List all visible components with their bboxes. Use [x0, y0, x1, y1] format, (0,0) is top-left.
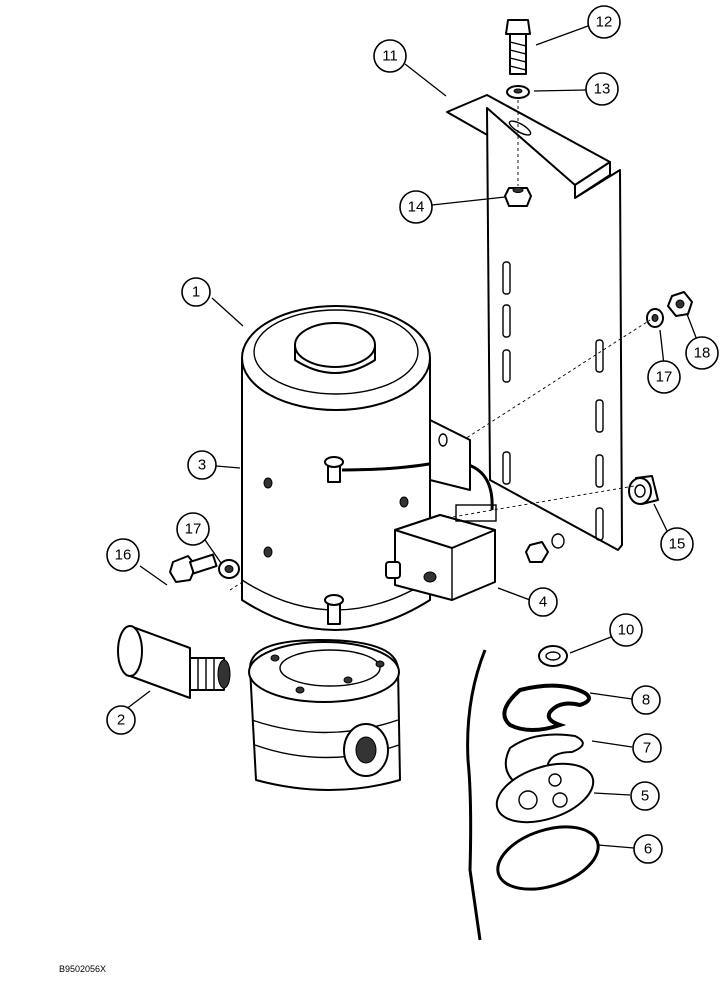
solenoid [385, 504, 497, 601]
part-6-oring [496, 825, 600, 891]
bracket-washer [506, 85, 530, 99]
callout-4: 4 [528, 587, 558, 617]
svg-text:5: 5 [641, 788, 649, 805]
motor-terminal-top [324, 456, 344, 483]
bracket-bolt [505, 19, 531, 75]
part-10-washer [538, 645, 568, 667]
spacer-bushing [628, 475, 659, 505]
svg-text:12: 12 [596, 14, 613, 31]
washer-left [218, 559, 240, 579]
part-5-plate [495, 762, 595, 824]
callout-7: 7 [632, 733, 662, 763]
svg-text:17: 17 [185, 521, 202, 538]
leader-lines [124, 25, 698, 849]
svg-text:16: 16 [115, 547, 132, 564]
svg-text:3: 3 [198, 457, 206, 474]
kit-bracket [466, 649, 487, 941]
svg-text:18: 18 [694, 345, 711, 362]
svg-text:4: 4 [539, 594, 547, 611]
svg-text:15: 15 [669, 536, 686, 553]
svg-text:7: 7 [643, 740, 651, 757]
motor-terminal-bottom [324, 594, 344, 625]
svg-text:10: 10 [618, 622, 635, 639]
callout-17-left: 17 [176, 512, 210, 546]
callout-14: 14 [399, 190, 433, 224]
svg-text:1: 1 [192, 284, 200, 301]
nut-right [667, 291, 693, 317]
callout-5: 5 [630, 781, 660, 811]
callout-18: 18 [685, 336, 719, 370]
loose-nuts [525, 533, 565, 563]
mounting-bracket [446, 94, 623, 551]
inlet-fitting [117, 625, 231, 699]
document-code: B9502056X [59, 964, 107, 974]
svg-text:13: 13 [594, 81, 611, 98]
washer-right [646, 308, 664, 328]
callout-8: 8 [631, 685, 661, 715]
callout-10: 10 [609, 613, 643, 647]
part-8-oring [502, 683, 591, 732]
callout-1: 1 [181, 277, 211, 307]
callout-11: 11 [373, 39, 407, 73]
svg-text:11: 11 [382, 48, 398, 65]
callout-2: 2 [106, 705, 136, 735]
callout-13: 13 [585, 72, 619, 106]
callout-12: 12 [587, 5, 621, 39]
callout-15: 15 [660, 527, 694, 561]
callout-17-right: 17 [647, 360, 681, 394]
bolt-left [169, 553, 218, 583]
callout-16: 16 [106, 538, 140, 572]
pump-motor [241, 305, 494, 631]
svg-text:14: 14 [408, 199, 425, 216]
pump-housing [248, 639, 401, 791]
svg-text:17: 17 [656, 369, 673, 386]
svg-text:2: 2 [117, 712, 125, 729]
bracket-nut [504, 187, 532, 207]
callout-3: 3 [187, 450, 217, 480]
svg-text:8: 8 [642, 692, 650, 709]
callout-6: 6 [633, 834, 663, 864]
svg-text:6: 6 [644, 841, 652, 858]
